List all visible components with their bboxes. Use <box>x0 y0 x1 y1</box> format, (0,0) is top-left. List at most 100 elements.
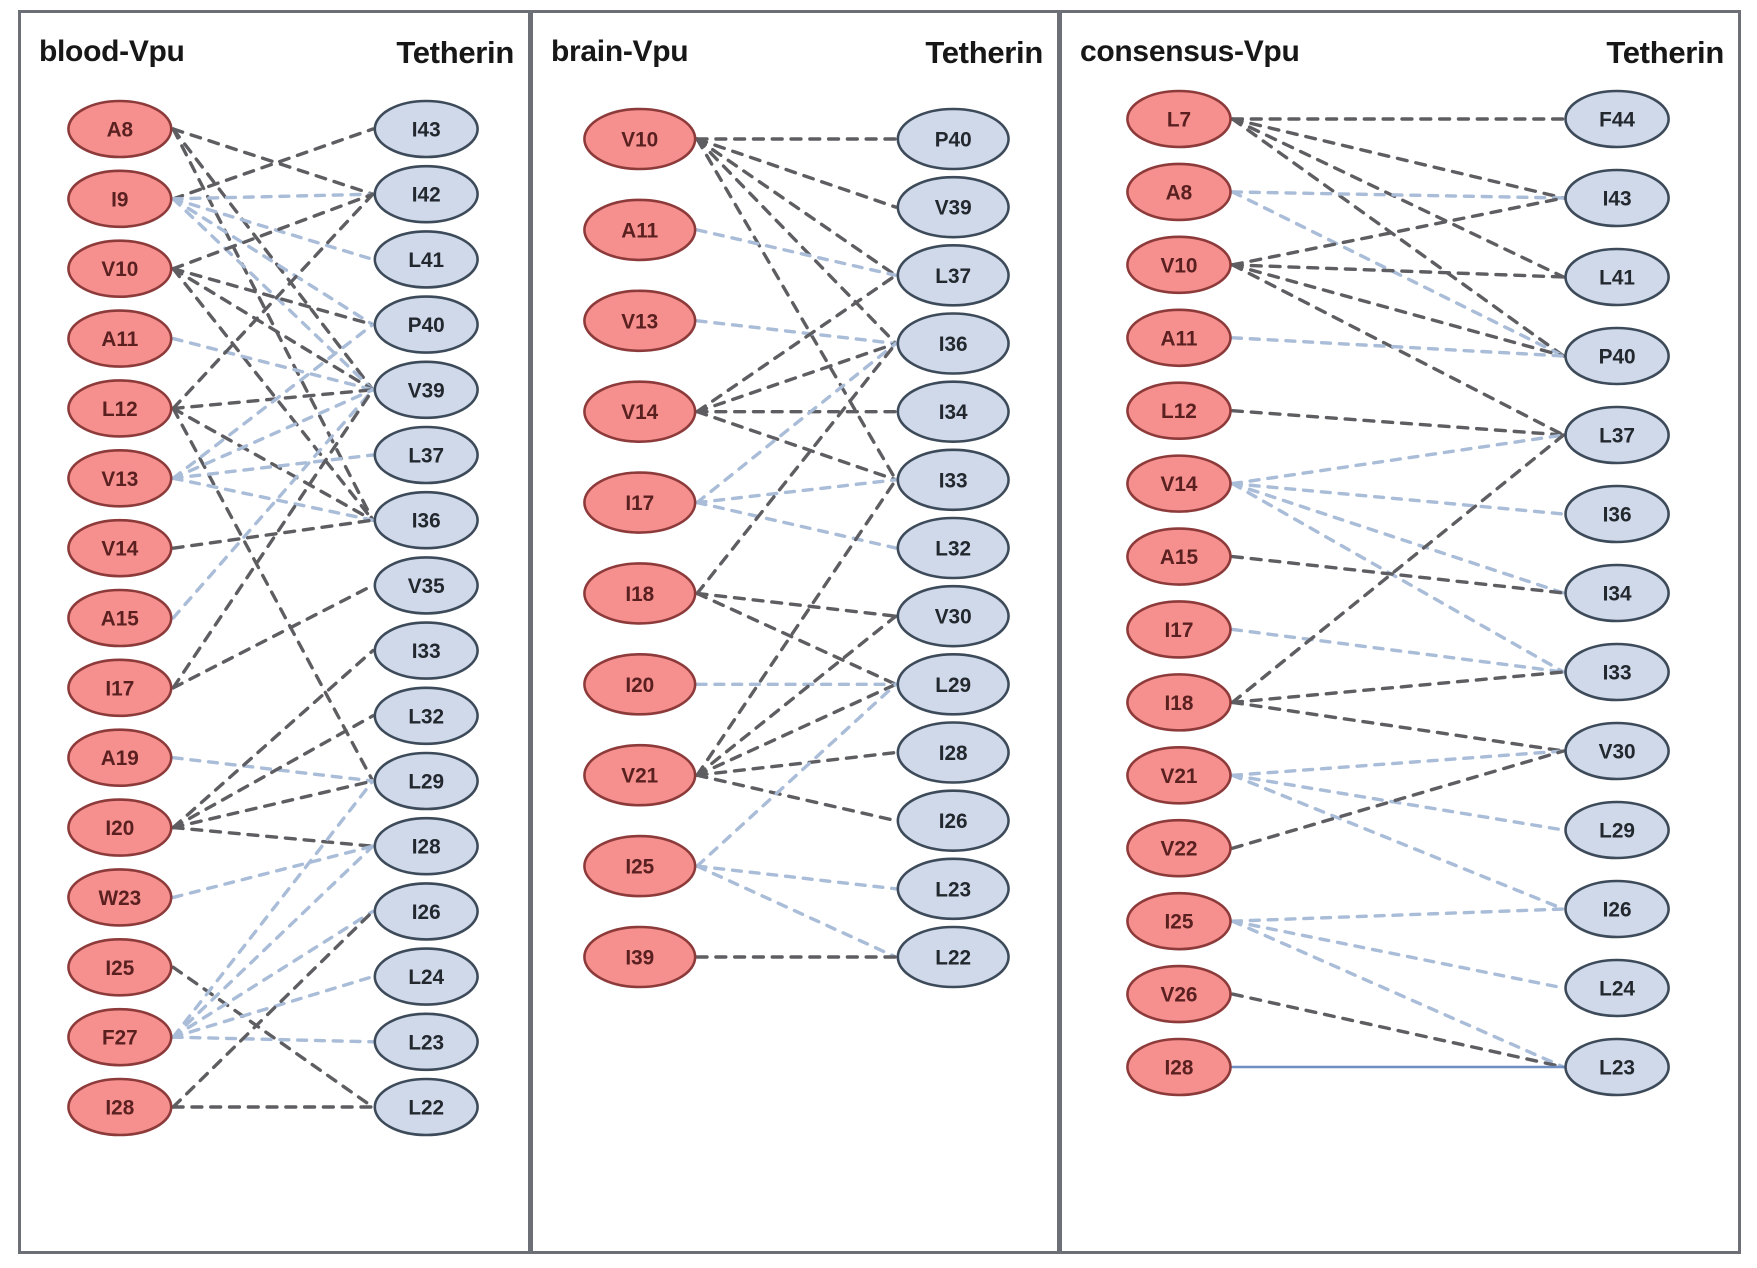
tetherin-node-I26[interactable]: I26 <box>1564 879 1670 939</box>
vpu-node-V14[interactable]: V14 <box>67 518 173 578</box>
tetherin-node-L24[interactable]: L24 <box>1564 958 1670 1018</box>
vpu-node-I25[interactable]: I25 <box>583 834 697 898</box>
tetherin-node-I33[interactable]: I33 <box>1564 642 1670 702</box>
tetherin-node-I43[interactable]: I43 <box>1564 168 1670 228</box>
vpu-node-A11[interactable]: A11 <box>67 309 173 368</box>
tetherin-node-L41[interactable]: L41 <box>373 230 479 289</box>
tetherin-node-V39[interactable]: V39 <box>373 360 479 420</box>
tetherin-node-L29[interactable]: L29 <box>373 751 479 811</box>
tetherin-node-L23[interactable]: L23 <box>373 1012 479 1072</box>
tetherin-node-L29[interactable]: L29 <box>1564 800 1670 860</box>
vpu-node-I17[interactable]: I17 <box>67 658 173 718</box>
tetherin-node-L22[interactable]: L22 <box>373 1077 479 1137</box>
tetherin-node-L37[interactable]: L37 <box>373 425 479 485</box>
tetherin-node-L24[interactable]: L24 <box>373 947 479 1006</box>
vpu-node-V13[interactable]: V13 <box>583 289 697 353</box>
vpu-node-I17[interactable]: I17 <box>583 471 697 534</box>
tetherin-node-I36[interactable]: I36 <box>896 312 1010 375</box>
node-label: V39 <box>408 379 445 402</box>
vpu-node-I18[interactable]: I18 <box>583 562 697 625</box>
tetherin-node-I28[interactable]: I28 <box>373 816 479 876</box>
tetherin-node-V39[interactable]: V39 <box>896 175 1010 239</box>
vpu-node-A15[interactable]: A15 <box>67 588 173 648</box>
tetherin-node-I34[interactable]: I34 <box>1564 563 1670 623</box>
edge-I25-L22 <box>695 864 898 959</box>
vpu-node-I9[interactable]: I9 <box>67 169 173 229</box>
tetherin-node-L37[interactable]: L37 <box>1564 405 1670 465</box>
vpu-node-W23[interactable]: W23 <box>67 868 173 927</box>
node-ellipse <box>373 295 479 354</box>
tetherin-node-V30[interactable]: V30 <box>1564 721 1670 781</box>
tetherin-node-I36[interactable]: I36 <box>1564 484 1670 544</box>
tetherin-node-L32[interactable]: L32 <box>896 516 1010 580</box>
vpu-node-V14[interactable]: V14 <box>583 380 697 443</box>
tetherin-node-I28[interactable]: I28 <box>896 721 1010 784</box>
tetherin-node-I43[interactable]: I43 <box>373 99 479 159</box>
tetherin-node-P40[interactable]: P40 <box>896 107 1010 171</box>
edge-A8-I43 <box>1230 190 1566 200</box>
vpu-node-A19[interactable]: A19 <box>67 728 173 788</box>
edge-V10-I43 <box>1230 196 1566 267</box>
vpu-node-I25[interactable]: I25 <box>1126 891 1232 951</box>
vpu-node-A15[interactable]: A15 <box>1126 527 1232 586</box>
panel-consensus-right-header: Tetherin <box>1606 35 1724 70</box>
vpu-node-V21[interactable]: V21 <box>583 743 697 807</box>
vpu-node-I28[interactable]: I28 <box>1126 1037 1232 1097</box>
vpu-node-I25[interactable]: I25 <box>67 937 173 997</box>
edge-V22-V30 <box>1230 749 1566 850</box>
node-label: I28 <box>105 1096 134 1119</box>
vpu-node-V10[interactable]: V10 <box>583 107 697 171</box>
tetherin-node-F44[interactable]: F44 <box>1564 89 1670 149</box>
node-ellipse <box>67 937 173 997</box>
node-label: L37 <box>1599 424 1635 447</box>
tetherin-node-L22[interactable]: L22 <box>896 925 1010 989</box>
tetherin-node-L23[interactable]: L23 <box>1564 1037 1670 1097</box>
vpu-node-V13[interactable]: V13 <box>67 448 173 508</box>
vpu-node-V22[interactable]: V22 <box>1126 818 1232 878</box>
vpu-node-I28[interactable]: I28 <box>67 1077 173 1137</box>
vpu-node-V26[interactable]: V26 <box>1126 964 1232 1024</box>
tetherin-node-V30[interactable]: V30 <box>896 584 1010 648</box>
node-label: L23 <box>408 1031 444 1054</box>
node-label: I33 <box>412 640 441 663</box>
tetherin-node-P40[interactable]: P40 <box>1564 326 1670 386</box>
vpu-node-A11[interactable]: A11 <box>1126 308 1232 368</box>
vpu-node-A11[interactable]: A11 <box>583 198 697 262</box>
tetherin-node-I26[interactable]: I26 <box>896 789 1010 852</box>
edge-V10-I36 <box>171 267 375 522</box>
vpu-node-V21[interactable]: V21 <box>1126 746 1232 805</box>
tetherin-node-L32[interactable]: L32 <box>373 686 479 746</box>
tetherin-node-I33[interactable]: I33 <box>896 448 1010 512</box>
tetherin-node-P40[interactable]: P40 <box>373 295 479 354</box>
vpu-node-L12[interactable]: L12 <box>67 379 173 438</box>
node-label: L32 <box>935 537 971 560</box>
vpu-node-I20[interactable]: I20 <box>67 798 173 857</box>
vpu-node-V10[interactable]: V10 <box>1126 235 1232 295</box>
tetherin-node-I26[interactable]: I26 <box>373 882 479 941</box>
tetherin-node-I34[interactable]: I34 <box>896 380 1010 443</box>
edge-V13-V39 <box>171 388 375 480</box>
node-ellipse <box>373 1077 479 1137</box>
vpu-node-A8[interactable]: A8 <box>67 99 173 159</box>
tetherin-node-I36[interactable]: I36 <box>373 490 479 550</box>
edge-I17-V35 <box>171 583 375 690</box>
vpu-node-V14[interactable]: V14 <box>1126 454 1232 513</box>
tetherin-node-L29[interactable]: L29 <box>896 653 1010 716</box>
tetherin-node-L41[interactable]: L41 <box>1564 247 1670 307</box>
tetherin-node-I42[interactable]: I42 <box>373 164 479 224</box>
tetherin-node-I33[interactable]: I33 <box>373 621 479 680</box>
vpu-node-I39[interactable]: I39 <box>583 925 697 989</box>
vpu-node-I17[interactable]: I17 <box>1126 600 1232 659</box>
vpu-node-V10[interactable]: V10 <box>67 239 173 299</box>
tetherin-node-L37[interactable]: L37 <box>896 244 1010 307</box>
vpu-node-L12[interactable]: L12 <box>1126 381 1232 440</box>
vpu-node-A8[interactable]: A8 <box>1126 162 1232 222</box>
vpu-node-I18[interactable]: I18 <box>1126 673 1232 732</box>
tetherin-node-L23[interactable]: L23 <box>896 857 1010 921</box>
tetherin-node-V35[interactable]: V35 <box>373 556 479 615</box>
node-ellipse <box>583 743 697 807</box>
vpu-node-L7[interactable]: L7 <box>1126 89 1232 149</box>
vpu-node-I20[interactable]: I20 <box>583 653 697 716</box>
vpu-node-F27[interactable]: F27 <box>67 1007 173 1067</box>
edge-I18-I33 <box>1230 670 1566 705</box>
